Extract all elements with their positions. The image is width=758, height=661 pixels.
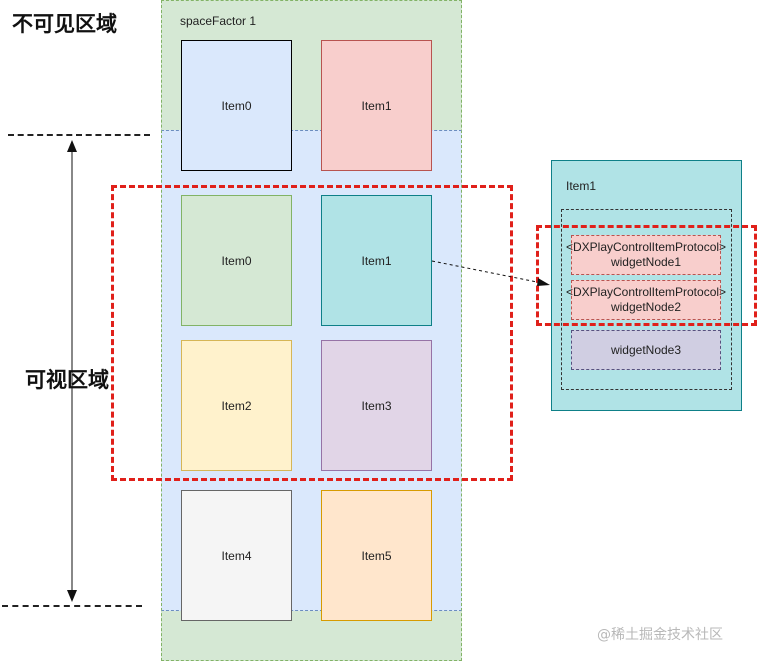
invisible-area-label: 不可见区域 — [12, 12, 117, 36]
node-name-label: widgetNode1 — [610, 255, 682, 269]
space-factor-label: spaceFactor 1 — [180, 14, 257, 28]
node-name-label: widgetNode3 — [610, 342, 682, 357]
grid-item: Item5 — [321, 490, 432, 621]
widget-node-container — [561, 209, 732, 390]
grid-item: Item2 — [181, 340, 292, 471]
viewport-bottom-line — [2, 605, 142, 607]
connector-arrow — [431, 260, 550, 286]
node-protocol-label: <DXPlayControlItemProtocol> — [565, 285, 727, 299]
visible-highlight-box — [111, 185, 513, 481]
grid-item: Item1 — [321, 195, 432, 326]
nodes-highlight-box — [536, 225, 757, 326]
widget-node-1: <DXPlayControlItemProtocol> widgetNode1 — [566, 235, 726, 275]
widget-node-3: widgetNode3 — [571, 330, 721, 370]
viewport-top-line — [8, 134, 150, 136]
visible-area-label: 可视区域 — [25, 368, 109, 392]
visible-range-arrow — [67, 140, 77, 602]
node-protocol-label: <DXPlayControlItemProtocol> — [565, 240, 727, 254]
widget-node-2: <DXPlayControlItemProtocol> widgetNode2 — [566, 280, 726, 320]
grid-item: Item0 — [181, 40, 292, 171]
grid-item: Item1 — [321, 40, 432, 171]
watermark: @稀土掘金技术社区 — [597, 627, 723, 643]
grid-item: Item0 — [181, 195, 292, 326]
grid-item: Item4 — [181, 490, 292, 621]
node-name-label: widgetNode2 — [610, 300, 682, 314]
grid-item: Item3 — [321, 340, 432, 471]
panel-title: Item1 — [566, 179, 597, 193]
